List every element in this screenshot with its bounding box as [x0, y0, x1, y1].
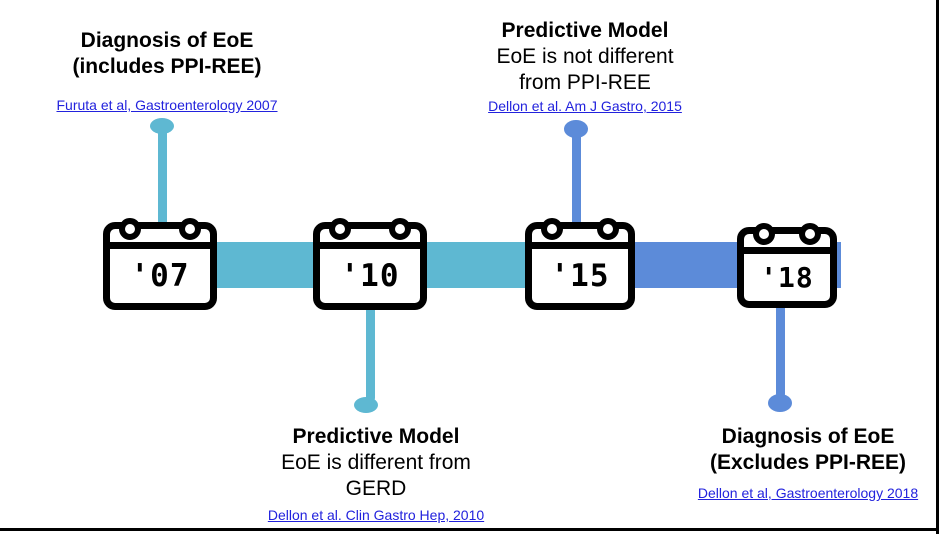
connector-stem-2010 — [366, 300, 375, 402]
calendar-ring-icon — [597, 218, 619, 240]
citation-link-2018[interactable]: Dellon et al, Gastroenterology 2018 — [697, 485, 919, 501]
annotation-title-line: (Excludes PPI-REE) — [709, 451, 907, 474]
calendar-header — [320, 229, 420, 249]
citation-link-2007[interactable]: Furuta et al, Gastroenterology 2007 — [56, 97, 278, 113]
calendar-icon-2010: '10 — [313, 218, 427, 310]
calendar-header — [532, 229, 628, 249]
annotation-body-line: GERD — [345, 477, 407, 500]
annotation-2015: Predictive Model EoE is not different fr… — [430, 18, 740, 116]
calendar-year-label: '10 — [340, 258, 400, 294]
calendar-icon-2018: '18 — [737, 223, 837, 308]
annotation-2007: Diagnosis of EoE (includes PPI-REE) Furu… — [12, 28, 322, 115]
connector-stem-2018 — [776, 298, 785, 398]
annotation-title-line: Diagnosis of EoE — [721, 425, 895, 448]
calendar-ring-icon — [541, 218, 563, 240]
annotation-title-line: Predictive Model — [501, 19, 669, 42]
slide-border-bottom — [0, 528, 939, 531]
annotation-title-line: Diagnosis of EoE — [80, 29, 254, 52]
calendar-ring-icon — [389, 218, 411, 240]
calendar-ring-icon — [799, 223, 821, 245]
citation-link-2010[interactable]: Dellon et al. Clin Gastro Hep, 2010 — [267, 507, 485, 523]
annotation-body-line: from PPI-REE — [519, 71, 651, 94]
calendar-ring-icon — [753, 223, 775, 245]
annotation-body-line: EoE is different from — [281, 451, 471, 474]
calendar-year-label: '07 — [130, 258, 190, 294]
connector-dot-2007 — [150, 118, 174, 134]
connector-dot-2018 — [768, 394, 792, 412]
connector-dot-2015 — [564, 120, 588, 138]
calendar-ring-icon — [119, 218, 141, 240]
calendar-icon-2007: '07 — [103, 218, 217, 310]
citation-link-2015[interactable]: Dellon et al. Am J Gastro, 2015 — [488, 98, 682, 114]
connector-stem-2007 — [158, 128, 167, 232]
calendar-year-label: '15 — [550, 258, 610, 294]
calendar-icon-2015: '15 — [525, 218, 635, 310]
calendar-header — [110, 229, 210, 249]
calendar-ring-icon — [179, 218, 201, 240]
annotation-body-line: EoE is not different — [496, 45, 674, 68]
slide-border-right — [936, 0, 939, 534]
calendar-header — [744, 234, 830, 254]
calendar-ring-icon — [329, 218, 351, 240]
annotation-title-line: Predictive Model — [292, 425, 460, 448]
connector-dot-2010 — [354, 397, 378, 413]
annotation-title-line: (includes PPI-REE) — [72, 55, 262, 78]
connector-stem-2015 — [572, 130, 581, 230]
annotation-2018: Diagnosis of EoE (Excludes PPI-REE) Dell… — [653, 424, 939, 503]
calendar-year-label: '18 — [760, 261, 814, 294]
annotation-2010: Predictive Model EoE is different from G… — [221, 424, 531, 525]
